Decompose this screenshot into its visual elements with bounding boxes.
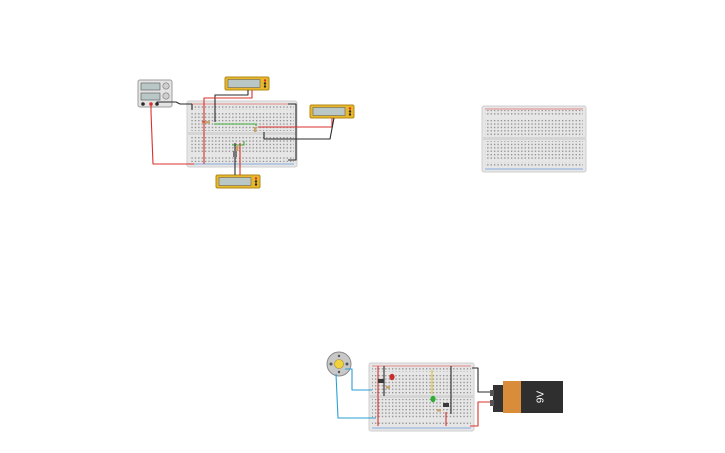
multimeter-bottom[interactable] <box>215 174 261 189</box>
led-red <box>389 373 395 381</box>
lower-circuit-parts <box>378 373 449 412</box>
battery[interactable]: 9V <box>490 381 563 413</box>
breadboard-lower[interactable] <box>368 362 475 432</box>
battery-label: 9V <box>536 391 547 404</box>
multimeter-top[interactable] <box>224 76 270 91</box>
multimeter-right[interactable] <box>309 104 355 119</box>
transistor-left <box>378 379 384 383</box>
transistor-right <box>443 403 449 407</box>
main-circuit-resistors <box>205 121 257 157</box>
led-green <box>430 395 436 403</box>
lower-circuit-wires[interactable] <box>335 366 490 427</box>
breadboard-empty[interactable] <box>481 105 587 173</box>
main-circuit-wires[interactable] <box>150 90 335 175</box>
dc-motor[interactable] <box>326 351 352 377</box>
power-supply[interactable] <box>137 79 173 108</box>
